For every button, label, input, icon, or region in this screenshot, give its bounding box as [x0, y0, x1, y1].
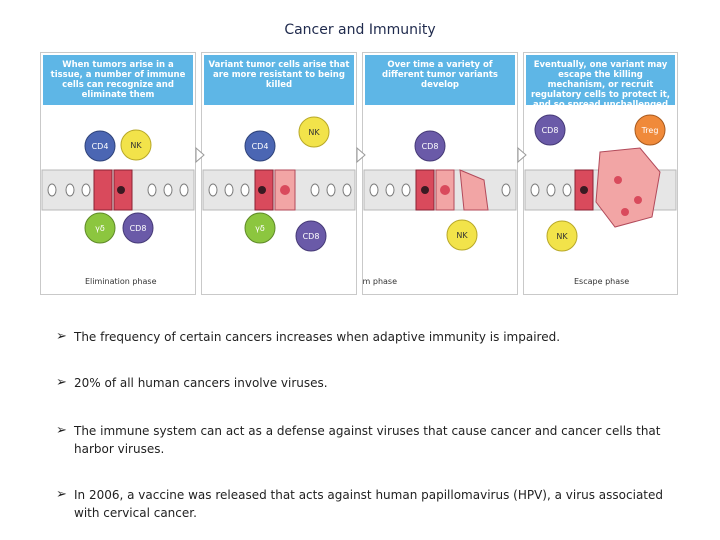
cd8-cell: CD8	[534, 114, 566, 146]
cell-label: CD4	[92, 142, 109, 151]
cd4-cell: CD4	[244, 130, 276, 162]
cell-label: γδ	[95, 224, 105, 233]
tumor-cells	[93, 147, 661, 228]
progression-arrows	[195, 146, 527, 164]
page-title: Cancer and Immunity	[284, 22, 436, 38]
cell-label: NK	[456, 231, 468, 240]
gd-cell: γδ	[84, 212, 116, 244]
gd-cell: γδ	[244, 212, 276, 244]
cells-illustration: CD4 NK γδ CD8 CD4 NK γδ CD8	[41, 114, 677, 252]
nk-cell: NK	[446, 219, 478, 251]
phase-label: Elimination phase	[85, 277, 157, 286]
cell-label: NK	[308, 128, 320, 137]
bullet-text: In 2006, a vaccine was released that act…	[74, 488, 663, 520]
nk-cell: NK	[546, 220, 578, 252]
cd4-cell: CD4	[84, 130, 116, 162]
nk-cell: NK	[298, 116, 330, 148]
cell-label: CD8	[130, 224, 147, 233]
nk-cell: NK	[120, 129, 152, 161]
bullet-item: ➢ In 2006, a vaccine was released that a…	[56, 486, 686, 522]
arrowhead-bullet-icon: ➢	[56, 329, 67, 344]
arrowhead-bullet-icon: ➢	[56, 375, 67, 390]
cell-label: γδ	[255, 224, 265, 233]
cd8-cell: CD8	[122, 212, 154, 244]
bullet-text: The frequency of certain cancers increas…	[74, 330, 561, 344]
cell-label: NK	[130, 141, 142, 150]
cell-label: CD4	[252, 142, 269, 151]
arrowhead-bullet-icon: ➢	[56, 487, 67, 502]
panel-caption: Over time a variety of different tumor v…	[365, 55, 515, 105]
cancer-immunity-diagram: When tumors arise in a tissue, a number …	[40, 52, 678, 295]
panel-caption: Variant tumor cells arise that are more …	[204, 55, 354, 105]
bullet-item: ➢ The immune system can act as a defense…	[56, 422, 686, 458]
panel-caption: When tumors arise in a tissue, a number …	[43, 55, 193, 105]
panel-caption: Eventually, one variant may escape the k…	[526, 55, 675, 110]
cell-label: CD8	[422, 142, 439, 151]
treg-cell: Treg	[634, 114, 666, 146]
bullet-text: The immune system can act as a defense a…	[74, 424, 661, 456]
arrowhead-bullet-icon: ➢	[56, 423, 67, 438]
cell-label: NK	[556, 232, 568, 241]
phase-label: Equilibrium phase	[362, 277, 398, 286]
cd8-cell: CD8	[295, 220, 327, 252]
bullet-text: 20% of all human cancers involve viruses…	[74, 376, 328, 390]
bullet-item: ➢ The frequency of certain cancers incre…	[56, 328, 686, 346]
cell-label: CD8	[542, 126, 559, 135]
phase-label: Escape phase	[574, 277, 630, 286]
cd8-cell: CD8	[414, 130, 446, 162]
cell-label: CD8	[303, 232, 320, 241]
bullet-item: ➢ 20% of all human cancers involve virus…	[56, 374, 686, 392]
cell-label: Treg	[641, 126, 659, 135]
